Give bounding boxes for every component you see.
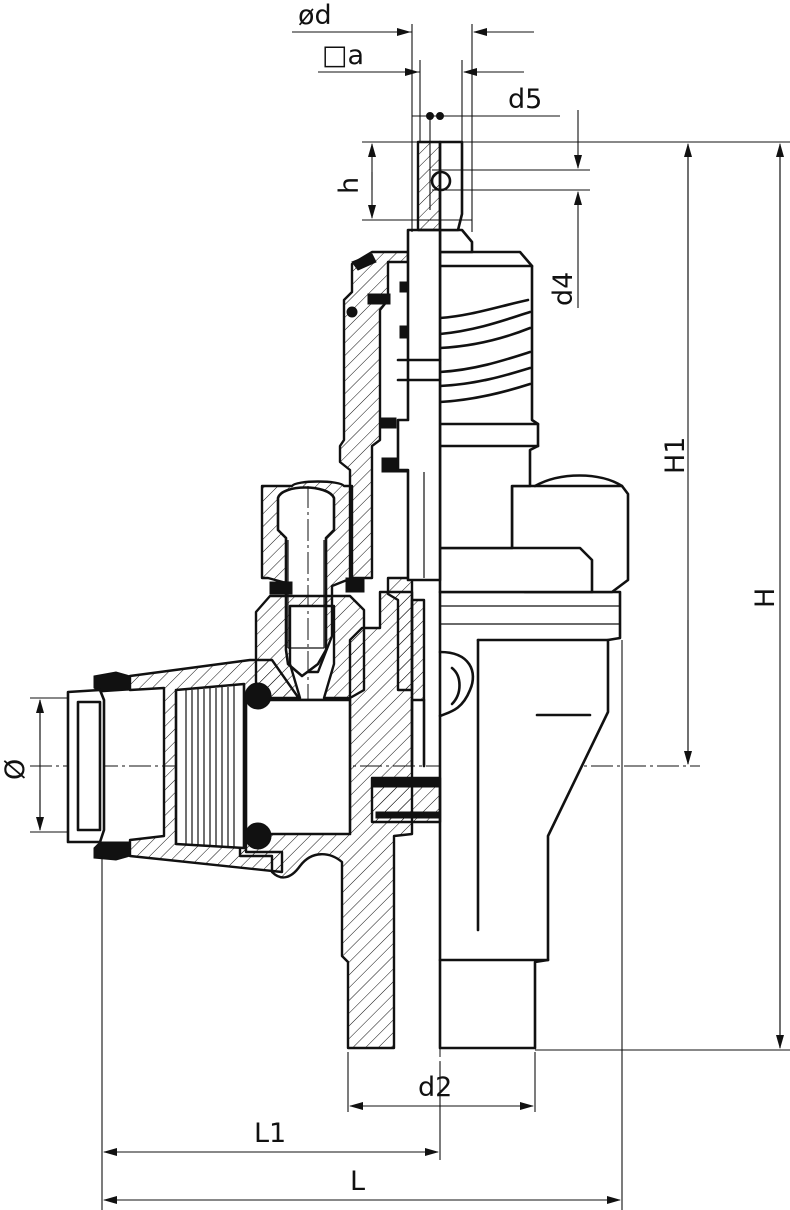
label-diam: Ø [0,759,31,780]
label-L1: L1 [254,1118,286,1149]
label-d2: d2 [418,1072,452,1103]
label-H: H [750,588,781,608]
o-ring-bottom [244,822,272,850]
o-ring-top [244,682,272,710]
valve-disc [370,698,442,824]
label-h: h [334,177,365,194]
label-L: L [350,1166,365,1197]
label-d4: d4 [548,272,579,306]
body-outer-half [438,590,622,1050]
dimensions [30,24,790,1210]
body-section-left [66,250,426,1050]
label-od: ød [298,0,332,31]
stem [396,140,442,582]
upper-body-half [430,140,630,594]
label-H1: H1 [660,437,691,474]
label-d5: d5 [508,84,542,115]
label-a: □a [322,40,364,71]
